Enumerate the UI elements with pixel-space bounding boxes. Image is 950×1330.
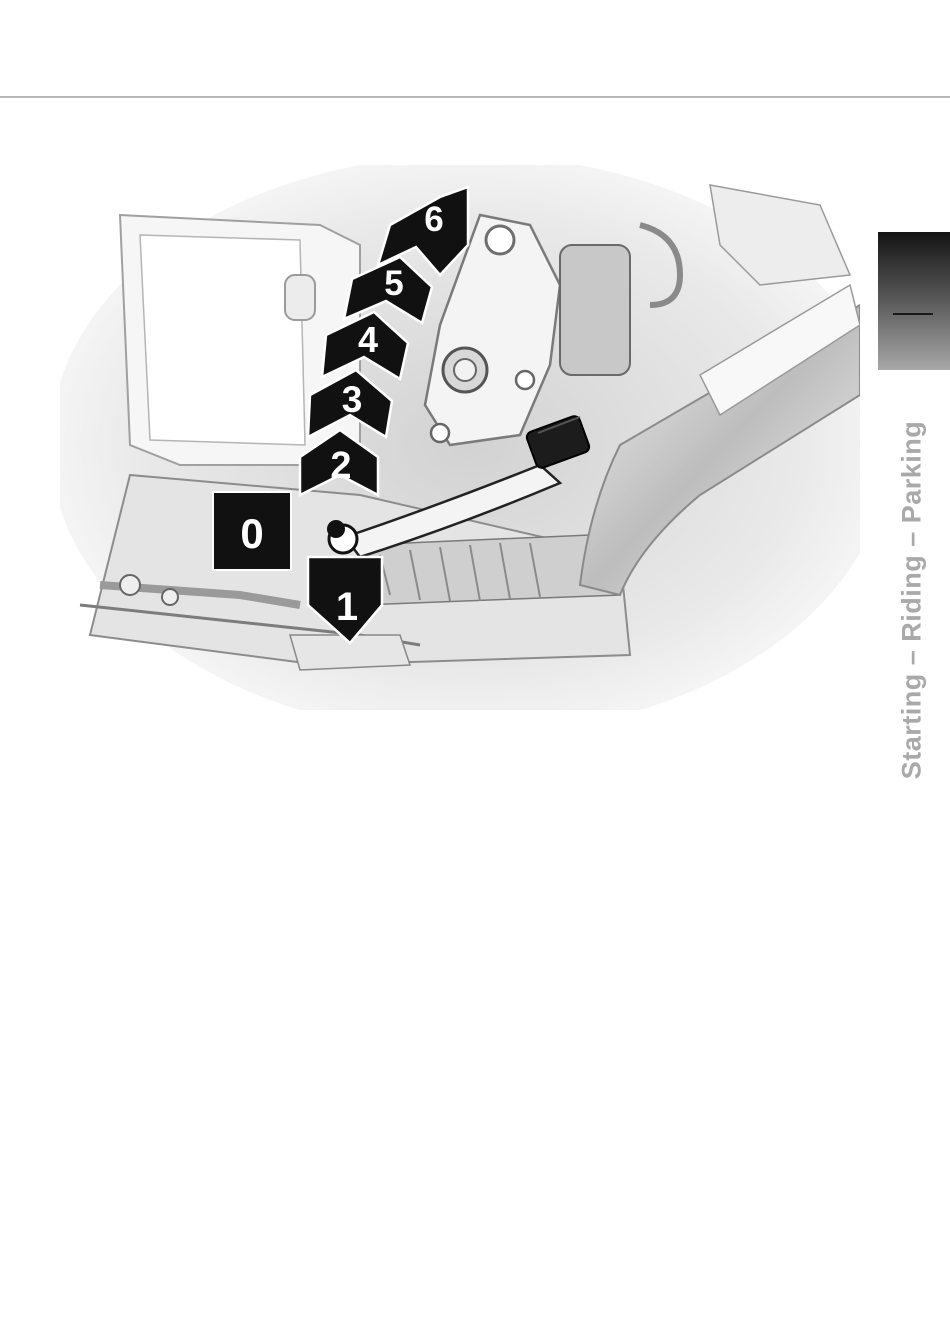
gear-label-4: 4 [358, 319, 378, 360]
section-label: Starting – Riding – Parking [897, 421, 928, 780]
gear-label-1: 1 [336, 585, 358, 629]
gear-label-0: 0 [240, 510, 263, 557]
chapter-tab [878, 232, 950, 370]
gear-shift-diagram: 0 1 2 3 4 5 6 [60, 165, 860, 710]
gear-shift-illustration: 0 1 2 3 4 5 6 [60, 165, 860, 710]
header-rule [0, 96, 950, 98]
gear-label-2: 2 [330, 445, 351, 487]
gear-label-5: 5 [384, 264, 403, 303]
chapter-tab-mark [893, 313, 933, 315]
gear-label-6: 6 [424, 200, 443, 239]
gear-label-3: 3 [342, 379, 363, 420]
